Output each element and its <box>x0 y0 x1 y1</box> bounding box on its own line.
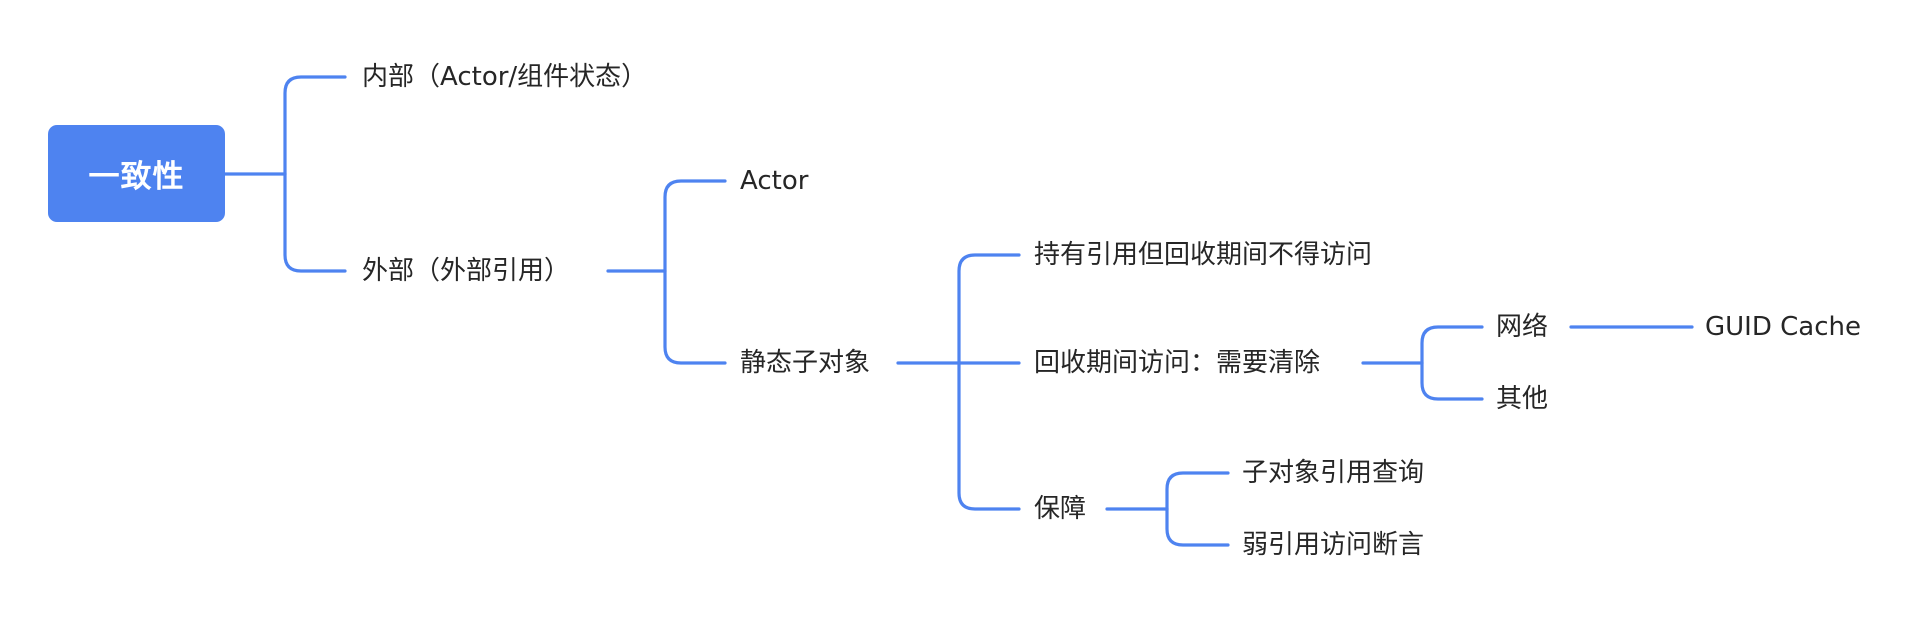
link-static-hold <box>957 253 1021 365</box>
link-external-actor <box>663 179 727 273</box>
link-guarantee-query <box>1165 471 1230 511</box>
node-static-subobject[interactable]: 静态子对象 <box>740 348 871 378</box>
node-weak-ref-assert[interactable]: 弱引用访问断言 <box>1242 530 1425 560</box>
node-guid-cache[interactable]: GUID Cache <box>1705 312 1861 342</box>
link-access-network <box>1420 325 1484 365</box>
node-actor[interactable]: Actor <box>740 166 809 196</box>
node-external[interactable]: 外部（外部引用） <box>362 256 571 286</box>
link-access-other <box>1420 361 1484 401</box>
node-access-during-gc[interactable]: 回收期间访问：需要清除 <box>1034 348 1321 378</box>
link-external-static <box>663 269 727 365</box>
root-node[interactable]: 一致性 <box>48 125 225 222</box>
node-hold-reference[interactable]: 持有引用但回收期间不得访问 <box>1034 240 1373 270</box>
node-guarantee[interactable]: 保障 <box>1034 494 1087 524</box>
link-root-external <box>283 172 347 273</box>
link-static-guarantee <box>957 361 1021 511</box>
link-guarantee-assert <box>1165 507 1230 547</box>
link-root-internal <box>283 75 347 176</box>
node-network[interactable]: 网络 <box>1496 312 1549 342</box>
node-internal[interactable]: 内部（Actor/组件状态） <box>362 62 648 92</box>
node-other[interactable]: 其他 <box>1496 384 1549 414</box>
node-subobject-query[interactable]: 子对象引用查询 <box>1242 458 1425 488</box>
